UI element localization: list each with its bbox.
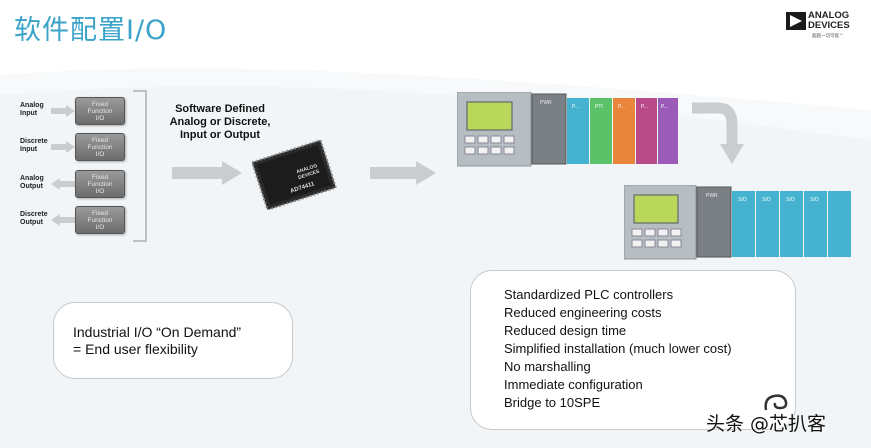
io-module-label: P... bbox=[641, 104, 648, 110]
arrow-right-icon bbox=[51, 141, 75, 153]
ad74411-chip-image bbox=[250, 140, 338, 210]
arrow-curve-down-icon bbox=[692, 102, 744, 164]
arrow-left-icon bbox=[51, 178, 75, 190]
io-module-label: PTI bbox=[595, 104, 603, 110]
io-module-label: SIO bbox=[810, 197, 819, 203]
io-module-label: P... bbox=[572, 104, 579, 110]
watermark-swirl-icon bbox=[764, 394, 788, 411]
logo-tagline: 超越一切可能™ bbox=[812, 34, 844, 39]
adi-triangle-icon bbox=[786, 12, 806, 30]
arrow-right-icon bbox=[51, 105, 75, 117]
software-defined-label: Software Defined Analog or Discrete, Inp… bbox=[169, 103, 271, 141]
io-module-label: P... bbox=[661, 104, 668, 110]
logo-text: ANALOG DEVICES bbox=[808, 10, 850, 31]
benefits-box: Standardized PLC controllers Reduced eng… bbox=[470, 270, 796, 430]
page-title: 软件配置I/O bbox=[14, 15, 168, 46]
psu-label: PWR bbox=[706, 193, 718, 199]
io-module-label: SIO bbox=[738, 197, 747, 203]
benefit-item: Bridge to 10SPE bbox=[504, 395, 601, 410]
box-left-line: = End user flexibility bbox=[73, 341, 198, 357]
io-bracket bbox=[133, 90, 147, 242]
arrow-right-icon bbox=[370, 161, 436, 185]
psu-label: PWR bbox=[540, 100, 552, 106]
benefit-item: Immediate configuration bbox=[504, 377, 643, 392]
benefit-item: Standardized PLC controllers bbox=[504, 287, 674, 302]
io-module-label: P... bbox=[618, 104, 625, 110]
benefit-item: No marshalling bbox=[504, 359, 591, 374]
analog-devices-logo: ANALOG DEVICES 超越一切可能™ bbox=[786, 10, 866, 46]
benefit-item: Reduced engineering costs bbox=[504, 305, 662, 320]
benefit-item: Simplified installation (much lower cost… bbox=[504, 341, 732, 356]
on-demand-box: Industrial I/O “On Demand” = End user fl… bbox=[53, 302, 293, 379]
plc-controller-top bbox=[457, 92, 678, 167]
box-left-line: Industrial I/O “On Demand” bbox=[73, 324, 242, 340]
plc-controller-bottom bbox=[624, 185, 851, 260]
watermark-text: 头条 @芯扒客 bbox=[706, 413, 827, 435]
benefit-item: Reduced design time bbox=[504, 323, 627, 338]
io-module-label: SIO bbox=[762, 197, 771, 203]
arrow-right-icon bbox=[172, 161, 242, 185]
arrow-left-icon bbox=[51, 214, 75, 226]
io-module-label: SIO bbox=[786, 197, 795, 203]
